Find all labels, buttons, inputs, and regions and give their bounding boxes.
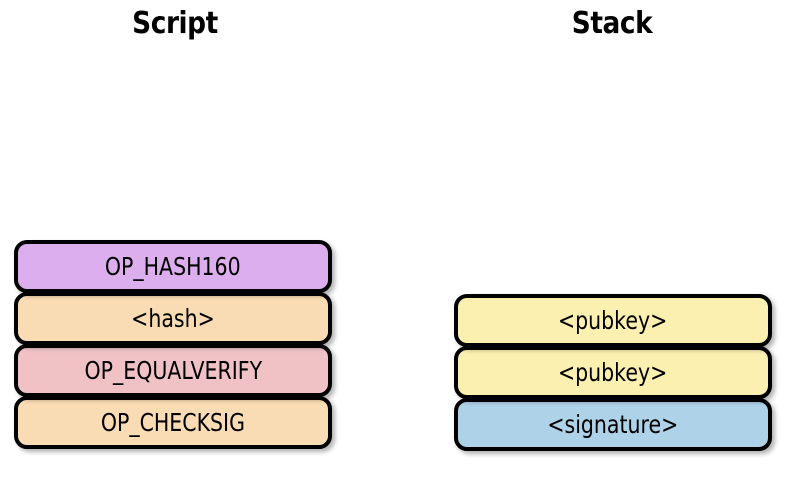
stack-box: <pubkey> — [454, 346, 772, 399]
stack-column: <pubkey> <pubkey> <signature> — [454, 294, 772, 451]
stack-box-label: <pubkey> — [558, 305, 668, 335]
script-box: <hash> — [14, 292, 332, 345]
stack-box-label: <pubkey> — [558, 357, 668, 387]
stack-box-label: <signature> — [547, 409, 679, 439]
script-box: OP_HASH160 — [14, 240, 332, 293]
script-box-label: OP_HASH160 — [105, 251, 241, 281]
script-box: OP_CHECKSIG — [14, 396, 332, 449]
stack-box: <pubkey> — [454, 294, 772, 347]
script-box-label: OP_EQUALVERIFY — [84, 355, 262, 385]
script-box: OP_EQUALVERIFY — [14, 344, 332, 397]
column-heading-script: Script — [132, 6, 218, 41]
stack-box: <signature> — [454, 398, 772, 451]
script-column: OP_HASH160 <hash> OP_EQUALVERIFY OP_CHECKSI… — [14, 240, 332, 449]
script-box-label: OP_CHECKSIG — [100, 407, 246, 437]
script-box-label: <hash> — [131, 303, 215, 333]
column-heading-stack: Stack — [571, 6, 653, 41]
